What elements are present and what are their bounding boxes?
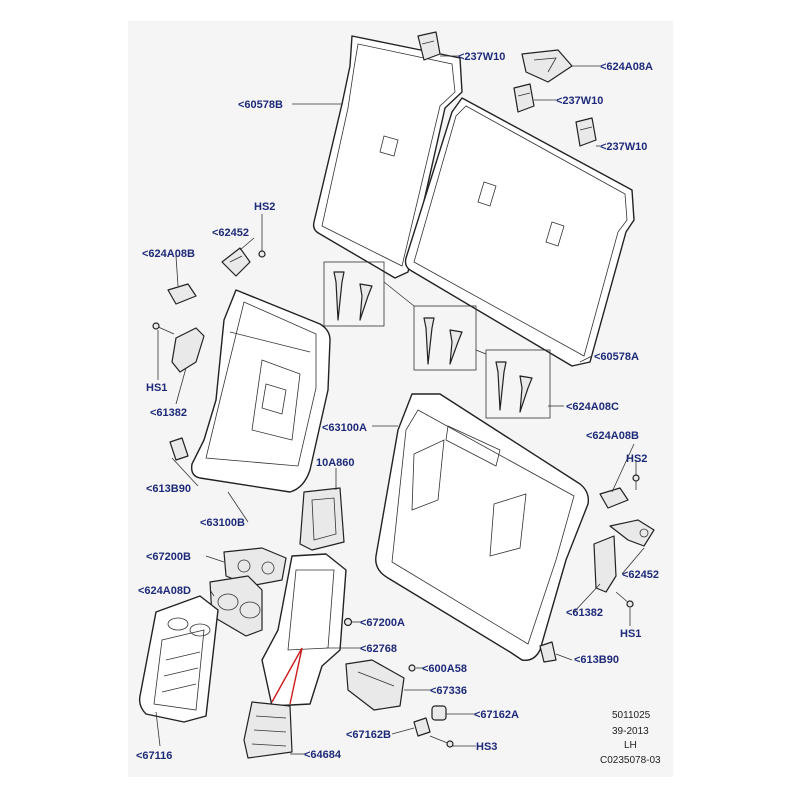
backrest-panel-60578b bbox=[312, 35, 463, 279]
latch-pin-set-1 bbox=[323, 261, 385, 327]
label-60578a: <60578A bbox=[594, 351, 639, 363]
label-613b90-left: <613B90 bbox=[146, 483, 191, 495]
leader-lines bbox=[155, 55, 645, 755]
bracket-67336 bbox=[345, 659, 405, 711]
bracket-10a860 bbox=[299, 487, 345, 551]
bracket-62452-left bbox=[221, 247, 251, 277]
label-hs1-left: HS1 bbox=[146, 382, 167, 394]
label-67162b: <67162B bbox=[346, 729, 391, 741]
label-624a08b-left: <624A08B bbox=[142, 248, 195, 260]
label-624a08d: <624A08D bbox=[138, 585, 191, 597]
label-62452-right: <62452 bbox=[622, 569, 659, 581]
ref-number: 5011025 bbox=[612, 710, 651, 721]
plate-64684 bbox=[243, 701, 293, 759]
screw-hs1-right bbox=[615, 591, 634, 608]
label-hs3: HS3 bbox=[476, 741, 497, 753]
label-624a08a: <624A08A bbox=[600, 61, 653, 73]
latch-613b90-left bbox=[169, 437, 189, 461]
latch-pin-set-3 bbox=[485, 349, 551, 419]
screw-hs1-left bbox=[152, 322, 175, 335]
label-67200b: <67200B bbox=[146, 551, 191, 563]
cover-624a08a bbox=[521, 49, 573, 83]
label-237w10-1: <237W10 bbox=[458, 51, 505, 63]
label-67116: <67116 bbox=[136, 750, 172, 762]
screw-hs3 bbox=[429, 735, 454, 748]
label-624a08c: <624A08C bbox=[566, 401, 619, 413]
latch-67162b bbox=[413, 717, 431, 737]
label-600a58: <600A58 bbox=[422, 663, 467, 675]
label-62768: <62768 bbox=[360, 643, 397, 655]
label-624a08b-right: <624A08B bbox=[586, 430, 639, 442]
label-613b90-right: <613B90 bbox=[574, 654, 619, 666]
ref-drawing-code: C0235078-03 bbox=[600, 755, 661, 766]
hinge-clip-237w10-b bbox=[513, 83, 535, 113]
backrest-panel-60578a bbox=[404, 97, 635, 367]
hinge-61382-right bbox=[593, 535, 617, 593]
screw-67200a bbox=[343, 617, 353, 627]
label-hs2-right: HS2 bbox=[626, 453, 647, 465]
label-60578b: <60578B bbox=[238, 99, 283, 111]
label-63100a: <63100A bbox=[322, 422, 367, 434]
label-hs2-left: HS2 bbox=[254, 201, 275, 213]
pin-600a58 bbox=[408, 664, 416, 672]
label-67200a: <67200A bbox=[360, 617, 405, 629]
label-63100b: <63100B bbox=[200, 517, 245, 529]
label-61382-right: <61382 bbox=[566, 607, 603, 619]
cupholder-insert-67200b bbox=[223, 547, 287, 587]
latch-613b90-right bbox=[539, 641, 557, 663]
seat-frame-63100b bbox=[190, 289, 331, 493]
label-67162a: <67162A bbox=[474, 709, 519, 721]
bracket-62452-right bbox=[609, 519, 655, 547]
screw-hs2-right bbox=[632, 474, 640, 490]
armrest-cover-62768 bbox=[261, 553, 347, 707]
screw-hs2-left bbox=[258, 240, 266, 258]
label-10a860: 10A860 bbox=[316, 457, 355, 469]
cover-624a08b-right bbox=[599, 487, 629, 509]
latch-67162a bbox=[431, 705, 447, 721]
seat-frame-63100a bbox=[375, 393, 590, 661]
hinge-clip-237w10-c bbox=[575, 117, 597, 147]
cover-624a08b-left bbox=[167, 283, 197, 305]
ref-side: LH bbox=[624, 740, 637, 751]
hinge-61382-left bbox=[171, 327, 205, 373]
label-hs1-right: HS1 bbox=[620, 628, 641, 640]
cupholder-624a08d bbox=[209, 575, 263, 637]
ref-date: 39-2013 bbox=[612, 726, 649, 737]
armrest-base-67116 bbox=[138, 595, 219, 723]
label-67336: <67336 bbox=[430, 685, 467, 697]
label-237w10-2: <237W10 bbox=[556, 95, 603, 107]
hinge-clip-237w10-a bbox=[417, 31, 441, 61]
label-64684: <64684 bbox=[304, 749, 342, 761]
label-237w10-3: <237W10 bbox=[600, 141, 647, 153]
label-61382-left: <61382 bbox=[150, 407, 187, 419]
latch-pin-set-2 bbox=[413, 305, 477, 371]
label-62452-left: <62452 bbox=[212, 227, 249, 239]
